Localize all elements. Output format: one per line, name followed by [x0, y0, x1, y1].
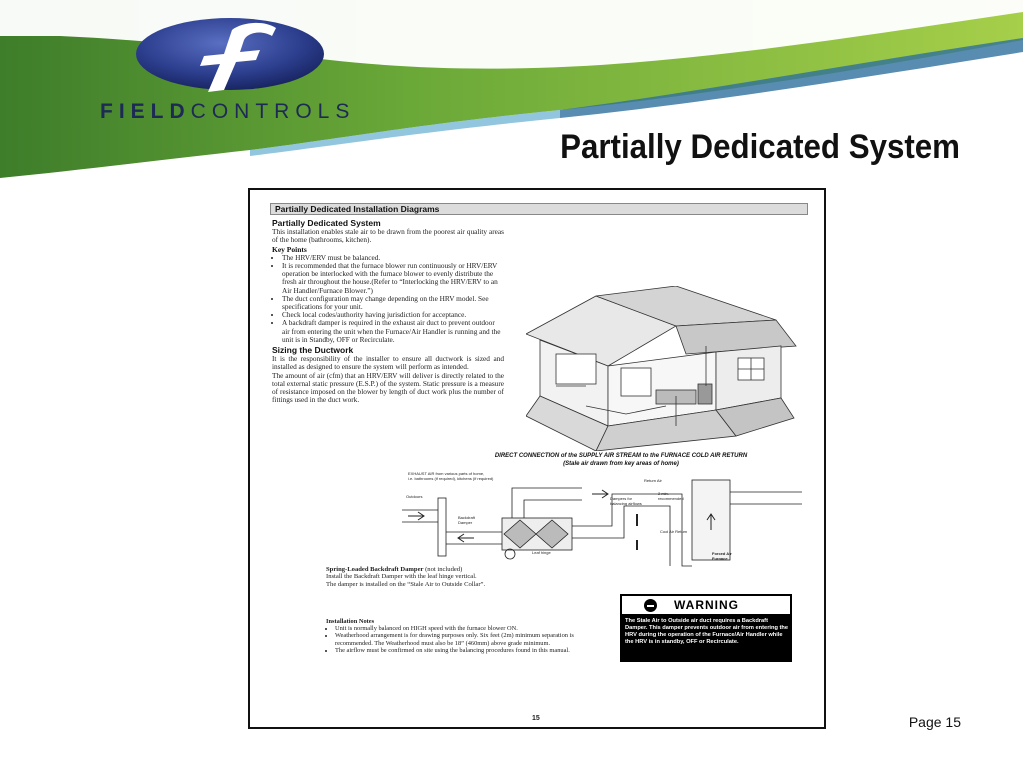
note-item: Weatherhood arrangement is for drawing p…: [335, 632, 606, 646]
label-leaf-hinge: Leaf hinge: [532, 550, 551, 555]
installation-notes: Installation Notes Unit is normally bala…: [326, 618, 606, 654]
document-intro: This installation enables stale air to b…: [272, 227, 504, 245]
warning-text: The Stale Air to Outside air duct requir…: [625, 618, 789, 645]
spring-heading: Spring-Loaded Backdraft Damper: [326, 566, 424, 573]
warning-label: WARNING: [674, 598, 739, 612]
label-dampers: Dampers for balancing airflows: [610, 496, 642, 506]
duct-connection-diagram: [402, 479, 802, 567]
logo-brand-light: CONTROLS: [190, 100, 356, 123]
document-heading: Partially Dedicated System: [272, 218, 381, 228]
sizing-paragraph-1: It is the responsibility of the installe…: [272, 354, 504, 372]
warning-box: WARNING The Stale Air to Outside air duc…: [620, 594, 792, 662]
diagram-caption-line-1: DIRECT CONNECTION of the SUPPLY AIR STRE…: [494, 453, 748, 459]
notes-list: Unit is normally balanced on HIGH speed …: [326, 625, 606, 654]
key-point: A backdraft damper is required in the ex…: [282, 319, 504, 344]
label-cool-air-return: Cool Air Return: [660, 529, 688, 534]
diagram-caption: DIRECT CONNECTION of the SUPPLY AIR STRE…: [426, 452, 816, 468]
spring-line-2: The damper is installed on the “Stale Ai…: [326, 580, 486, 588]
label-exhaust-air: EXHAUST AIR from various parts of home,: [408, 471, 485, 476]
sizing-heading: Sizing the Ductwork: [272, 345, 354, 356]
house-cutaway-illustration: [526, 286, 797, 451]
key-point: Check local codes/authority having juris…: [282, 311, 504, 319]
slide-page-number: Page 15: [908, 714, 961, 730]
label-outdoors: Outdoors: [406, 494, 423, 499]
stop-icon: [644, 599, 657, 612]
label-exhaust-air-sub: i.e. bathrooms (if required), kitchens (…: [408, 476, 494, 481]
label-min-recommended: 2 min. recommended: [658, 491, 684, 501]
label-forced-air-furnace: Forced Air Furnace: [712, 551, 732, 561]
spring-damper-note: Spring-Loaded Backdraft Damper (not incl…: [326, 566, 566, 588]
key-point: The duct configuration may change depend…: [282, 294, 504, 311]
logo-oval-icon: [136, 18, 324, 92]
sizing-paragraph-2: The amount of air (cfm) that an HRV/ERV …: [272, 370, 504, 405]
note-item: Unit is normally balanced on HIGH speed …: [335, 625, 606, 632]
note-item: The airflow must be confirmed on site us…: [335, 647, 606, 654]
document-page-number: 15: [532, 715, 540, 722]
spring-line-1: Install the Backdraft Damper with the le…: [326, 573, 477, 581]
key-point: It is recommended that the furnace blowe…: [282, 261, 504, 295]
spring-note: (not included): [425, 566, 463, 573]
document-page: Partially Dedicated Installation Diagram…: [248, 188, 826, 729]
slide-title: Partially Dedicated System: [560, 128, 960, 166]
label-backdraft-damper: Backdraft Damper: [458, 515, 475, 525]
label-return-air: Return Air: [644, 478, 662, 483]
diagram-caption-line-2: (Stale air drawn from key areas of home): [563, 461, 679, 467]
logo-brand-bold: FIELD: [100, 100, 191, 123]
key-points-heading: Key Points: [272, 244, 307, 254]
document-header: Partially Dedicated Installation Diagram…: [270, 203, 808, 215]
key-points-list: The HRV/ERV must be balanced. It is reco…: [272, 253, 504, 344]
company-logo: FIELDCONTROLS: [100, 14, 370, 123]
key-point: The HRV/ERV must be balanced.: [282, 253, 504, 262]
notes-heading: Installation Notes: [326, 618, 375, 625]
document-left-column: Partially Dedicated System This installa…: [272, 217, 504, 404]
